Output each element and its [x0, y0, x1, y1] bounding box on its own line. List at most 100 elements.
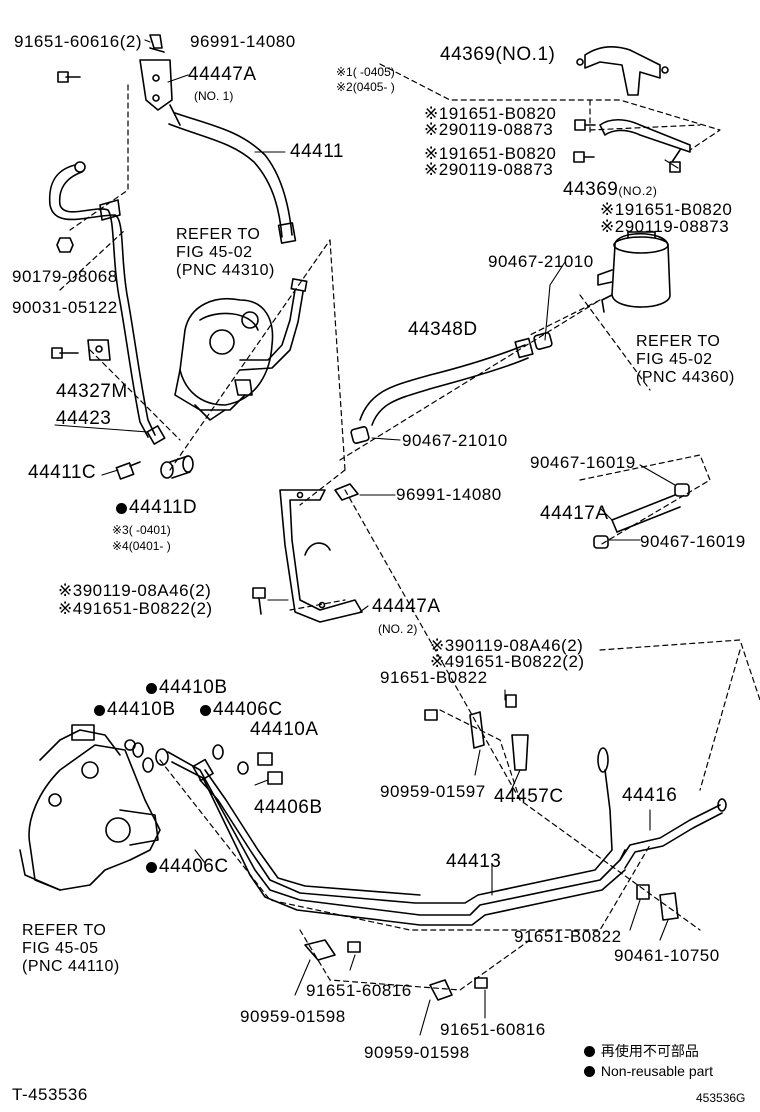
clamp-90467-21010-b [350, 426, 370, 444]
label-90467-21010-a: 90467-21010 [488, 252, 594, 271]
clamp-44327m [87, 339, 111, 361]
clamp-90467-21010-a [533, 332, 553, 350]
label-44406c-a: 44406C [200, 700, 283, 719]
note-1: ※1( -0405) [336, 65, 395, 79]
label-44411: 44411 [290, 141, 344, 162]
tube-44416 [619, 798, 727, 869]
bracket-44369-no2 [599, 118, 691, 153]
label-44410b-b: 44410B [94, 700, 176, 719]
label-91651-60816-a: 91651-60816 [306, 981, 412, 1000]
tube-44413 [167, 747, 626, 926]
label-91651-b0822-mid: 91651-B0822 [380, 668, 488, 687]
clamp-90959-01598-a [304, 939, 361, 961]
label-90959-01598-a: 90959-01598 [240, 1007, 346, 1026]
footer-illustration-id: T-453536 [12, 1085, 88, 1104]
label-91651-b0822-low: 91651-B0822 [514, 927, 622, 946]
bolt-91651-b0822-low [636, 884, 650, 900]
label-44417a: 44417A [540, 503, 609, 524]
steering-gear [19, 724, 161, 891]
clip-96991-14080-mid [334, 483, 359, 501]
bolt-91651-60616 [57, 71, 81, 83]
label-44411c: 44411C [28, 462, 97, 483]
clamp-90467-16019-b [593, 535, 609, 549]
label-90467-16019-a: 90467-16019 [530, 453, 636, 472]
label-90179-08068: 90179-08068 [12, 267, 118, 286]
label-44406c-b: 44406C [146, 857, 229, 876]
label-90467-16019-b: 90467-16019 [640, 532, 746, 551]
label-90119-08873-a: ※290119-08873 [424, 120, 554, 139]
label-44447a-no2: 44447A [372, 596, 441, 617]
label-44411d: 44411D [116, 498, 197, 517]
bolt-91651-b0822-mid [424, 694, 517, 721]
label-91651-b0820-b: ※191651-B0820 [424, 144, 557, 163]
label-44457c: 44457C [494, 786, 564, 807]
label-91651-b0820-c: ※191651-B0820 [600, 200, 733, 219]
refer-fig-45-05: REFER TO FIG 45-05 (PNC 44110) [22, 922, 120, 975]
bolt-90119-08a46-left [252, 587, 266, 615]
label-44416: 44416 [622, 785, 678, 806]
label-91651-60616: 91651-60616(2) [14, 32, 142, 51]
clamp-90959-01597 [469, 711, 529, 771]
bracket-44369-no1 [576, 45, 669, 96]
label-44369-no2: 44369(NO.2) [563, 179, 658, 200]
bolt-90031-05122 [51, 347, 79, 359]
non-reusable-dot [200, 705, 211, 716]
bolt-91651-b0820-b [573, 151, 595, 163]
bracket-44447a-no1 [139, 59, 173, 111]
legend-jp: 再使用不可部品 [584, 1044, 699, 1058]
label-96991-14080-mid: 96991-14080 [396, 485, 502, 504]
label-90959-01597: 90959-01597 [380, 782, 486, 801]
label-44410a: 44410A [250, 719, 319, 740]
non-reusable-dot [584, 1066, 595, 1077]
pump-pipe [239, 278, 308, 371]
union-bolt-44410a [257, 752, 283, 785]
label-90031-05122: 90031-05122 [12, 298, 118, 317]
power-steering-pump [174, 298, 274, 421]
refer-fig-45-02-b: REFER TO FIG 45-02 (PNC 44360) [636, 333, 735, 386]
label-44348d: 44348D [408, 319, 478, 340]
hose-44348d [359, 337, 534, 426]
label-44410b-a: 44410B [146, 678, 228, 697]
label-44406b: 44406B [254, 797, 323, 818]
non-reusable-dot [146, 862, 157, 873]
label-leaders [54, 39, 679, 1036]
note-2: ※2(0405- ) [336, 80, 395, 94]
label-90119-08a46-left: ※390119-08A46(2) [58, 581, 212, 600]
label-no2: (NO. 2) [378, 622, 418, 636]
non-reusable-dot [584, 1046, 595, 1057]
pipe-44423 [48, 161, 166, 445]
label-44413: 44413 [446, 851, 502, 872]
label-96991-14080-top: 96991-14080 [190, 32, 296, 51]
hose-44417a [611, 494, 681, 533]
clamp-90467-16019-a [674, 483, 690, 497]
hose-44411 [168, 104, 297, 244]
gasket-44410b [132, 742, 249, 775]
label-91651-b0822-right: ※491651-B0822(2) [430, 652, 585, 671]
label-90959-01598-b: 90959-01598 [364, 1043, 470, 1062]
note-3: ※3( -0401) [112, 523, 171, 537]
legend-en: Non-reusable part [584, 1064, 713, 1078]
gasket-44411d [160, 455, 194, 479]
label-44423: 44423 [56, 408, 112, 429]
union-bolt-44411c [115, 461, 141, 480]
grommet-90461-10750 [659, 892, 679, 921]
label-44447a-no1: 44447A [188, 64, 257, 85]
bolt-91651-b0820-c [669, 149, 681, 173]
label-90461-10750: 90461-10750 [614, 946, 720, 965]
nut-90179-08068 [56, 237, 74, 253]
label-no1: (NO. 1) [194, 89, 234, 103]
label-90119-08873-c: ※290119-08873 [600, 217, 730, 236]
bracket-44447a-no2 [279, 489, 363, 623]
label-90119-08a46-right: ※390119-08A46(2) [430, 636, 584, 655]
label-44369-no1: 44369(NO.1) [440, 44, 556, 65]
refer-fig-45-02-a: REFER TO FIG 45-02 (PNC 44310) [176, 226, 275, 279]
non-reusable-dot [116, 503, 127, 514]
non-reusable-dot [94, 705, 105, 716]
label-90467-21010-b: 90467-21010 [402, 431, 508, 450]
label-91651-b0820-a: ※191651-B0820 [424, 104, 557, 123]
label-90119-08873-b: ※290119-08873 [424, 160, 554, 179]
bolt-91651-b0820-a [574, 119, 596, 131]
clip-96991-14080-top [149, 34, 165, 53]
label-91651-60816-b: 91651-60816 [440, 1020, 546, 1039]
